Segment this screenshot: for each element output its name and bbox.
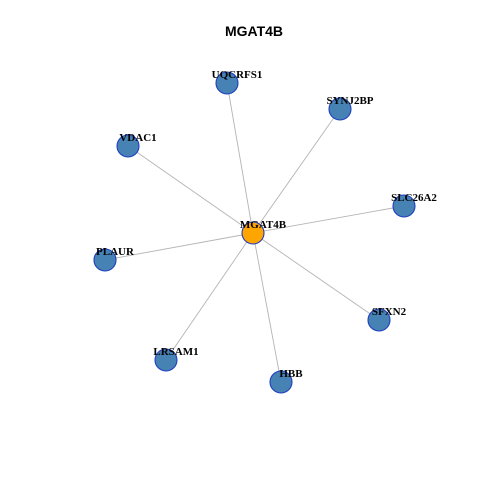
node-lrsam1[interactable] <box>154 348 178 372</box>
edge-mgat4b-synj2bp <box>252 108 341 234</box>
node-mgat4b[interactable] <box>241 221 265 245</box>
nodes-layer <box>93 71 416 394</box>
node-uqcrfs1[interactable] <box>215 71 239 95</box>
edge-mgat4b-hbb <box>252 232 282 383</box>
node-label-synj2bp: SYNJ2BP <box>326 95 373 107</box>
edge-mgat4b-vdac1 <box>127 145 254 234</box>
node-label-uqcrfs1: UQCRFS1 <box>212 69 263 81</box>
node-label-hbb: HBB <box>279 368 303 380</box>
edge-mgat4b-slc26a2 <box>252 205 405 234</box>
diagram-title: MGAT4B <box>225 23 283 39</box>
node-label-lrsam1: LRSAM1 <box>153 346 198 358</box>
node-hbb[interactable] <box>269 370 293 394</box>
node-plaur[interactable] <box>93 248 117 272</box>
node-synj2bp[interactable] <box>328 97 352 121</box>
node-label-vdac1: VDAC1 <box>119 132 156 144</box>
node-label-slc26a2: SLC26A2 <box>391 192 437 204</box>
edges-layer <box>104 82 405 383</box>
node-label-mgat4b: MGAT4B <box>240 219 287 231</box>
node-slc26a2[interactable] <box>392 194 416 218</box>
node-sfxn2[interactable] <box>367 308 391 332</box>
node-label-sfxn2: SFXN2 <box>372 306 407 318</box>
edge-mgat4b-lrsam1 <box>165 232 254 361</box>
node-label-plaur: PLAUR <box>96 246 135 258</box>
edge-mgat4b-plaur <box>104 232 254 261</box>
edge-mgat4b-sfxn2 <box>252 232 380 321</box>
node-vdac1[interactable] <box>116 134 140 158</box>
edge-mgat4b-uqcrfs1 <box>226 82 254 234</box>
